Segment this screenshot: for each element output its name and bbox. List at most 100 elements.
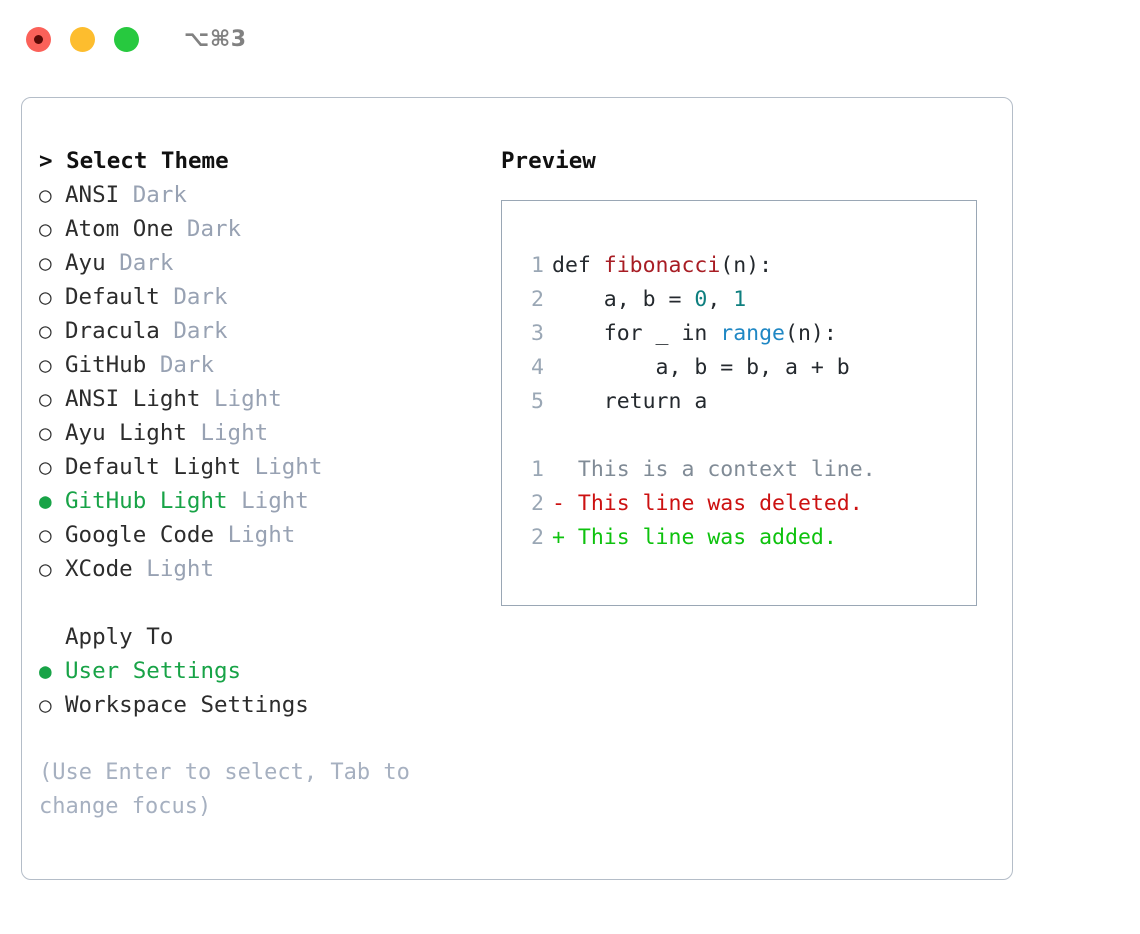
preview-title: Preview	[501, 148, 596, 174]
theme-category: Light	[227, 522, 296, 548]
radio-unselected-icon[interactable]: ○	[39, 557, 52, 581]
separator	[241, 450, 255, 484]
separator	[228, 484, 242, 518]
separator	[173, 212, 187, 246]
line-number: 5	[531, 389, 544, 414]
code-token-plain: a, b =	[552, 287, 695, 312]
diff-text: This line was added.	[577, 525, 837, 550]
separator	[133, 552, 147, 586]
theme-list-item[interactable]: ○Ayu Light Light	[39, 416, 469, 450]
theme-list-item[interactable]: ○Default Light Light	[39, 450, 469, 484]
code-text: return a	[552, 385, 708, 419]
code-token-plain: (n):	[785, 321, 837, 346]
blank-bullet-icon: ○	[39, 620, 65, 654]
theme-category: Dark	[159, 352, 215, 378]
radio-unselected-icon[interactable]: ○	[39, 251, 52, 275]
theme-list-item[interactable]: ○ Ayu Dark	[39, 246, 469, 280]
separator	[119, 178, 133, 212]
theme-picker-column: > Select Theme ○ANSI Dark○Atom One Dark○…	[39, 144, 469, 824]
theme-category: Light	[200, 420, 269, 446]
separator	[146, 348, 160, 382]
code-text: for _ in range(n):	[552, 317, 837, 351]
apply-to-label: User Settings	[65, 658, 242, 684]
separator	[160, 280, 174, 314]
theme-list-item[interactable]: ● GitHub Light Light	[39, 484, 469, 518]
code-text: def fibonacci(n):	[552, 249, 772, 283]
diff-marker	[552, 453, 578, 487]
radio-unselected-icon[interactable]: ○	[39, 455, 52, 479]
radio-unselected-icon[interactable]: ○	[39, 693, 52, 717]
theme-list-item[interactable]: ○ANSI Light Light	[39, 382, 469, 416]
theme-list-item[interactable]: ○ ANSI Dark	[39, 178, 469, 212]
diff-text: This is a context line.	[577, 457, 876, 482]
spacer	[39, 586, 469, 620]
line-number: 3	[531, 321, 544, 346]
code-line: 3 for _ in range(n):	[518, 317, 970, 351]
theme-name: ANSI	[65, 182, 120, 208]
hint-text: (Use Enter to select, Tab to change focu…	[39, 760, 410, 819]
code-line: 4 a, b = b, a + b	[518, 351, 970, 385]
minimize-button-icon[interactable]	[70, 26, 95, 52]
theme-name: Dracula	[65, 318, 160, 344]
theme-category: Light	[254, 454, 323, 480]
apply-to-item[interactable]: ● User Settings	[39, 654, 469, 688]
code-token-num: 1	[733, 287, 747, 312]
separator	[214, 518, 228, 552]
theme-list-item[interactable]: ○XCode Light	[39, 552, 469, 586]
theme-list-item[interactable]: ○Default Dark	[39, 280, 469, 314]
code-text: a, b = 0, 1	[552, 283, 746, 317]
line-number: 2	[531, 491, 544, 516]
radio-unselected-icon[interactable]: ○	[39, 217, 52, 241]
code-line: 2 a, b = 0, 1	[518, 283, 970, 317]
radio-selected-icon[interactable]: ●	[39, 659, 52, 683]
main-panel: > Select Theme ○ANSI Dark○Atom One Dark○…	[21, 97, 1013, 880]
theme-category: Dark	[119, 250, 174, 276]
theme-name: GitHub Light	[65, 488, 228, 514]
theme-list-item[interactable]: ○ Dracula Dark	[39, 314, 469, 348]
radio-unselected-icon[interactable]: ○	[39, 319, 52, 343]
radio-unselected-icon[interactable]: ○	[39, 353, 52, 377]
diff-text: This line was deleted.	[577, 491, 863, 516]
theme-name: Default	[65, 284, 160, 310]
apply-to-item[interactable]: ○Workspace Settings	[39, 688, 469, 722]
maximize-button-icon[interactable]	[114, 26, 139, 52]
line-number: 2	[531, 525, 544, 550]
close-button-icon[interactable]	[26, 26, 51, 52]
apply-to-list: ● User Settings ○Workspace Settings	[39, 654, 469, 722]
theme-category: Light	[241, 488, 309, 514]
theme-name: GitHub	[65, 352, 147, 378]
select-theme-header: > Select Theme	[39, 148, 229, 174]
theme-list-item[interactable]: ○ GitHub Dark	[39, 348, 469, 382]
code-token-plain: for _ in	[552, 321, 721, 346]
code-token-plain: return a	[552, 389, 708, 414]
code-token-plain: a, b = b, a + b	[552, 355, 850, 380]
theme-list-item[interactable]: ○Google Code Light	[39, 518, 469, 552]
theme-category: Dark	[173, 318, 228, 344]
radio-unselected-icon[interactable]: ○	[39, 285, 52, 309]
code-token-plain: def	[552, 253, 604, 278]
theme-name: ANSI Light	[65, 386, 201, 412]
apply-to-header: Apply To	[65, 624, 174, 650]
theme-name: Ayu	[65, 250, 106, 276]
separator	[160, 314, 174, 348]
code-line: 5 return a	[518, 385, 970, 419]
code-text: a, b = b, a + b	[552, 351, 850, 385]
theme-list-item[interactable]: ○Atom One Dark	[39, 212, 469, 246]
code-token-num: 0	[694, 287, 708, 312]
theme-category: Dark	[132, 182, 187, 208]
code-token-plain: (n):	[720, 253, 773, 278]
radio-unselected-icon[interactable]: ○	[39, 523, 52, 547]
radio-selected-icon[interactable]: ●	[39, 489, 52, 513]
theme-name: XCode	[65, 556, 133, 582]
theme-name: Atom One	[65, 216, 174, 242]
radio-unselected-icon[interactable]: ○	[39, 183, 52, 207]
radio-unselected-icon[interactable]: ○	[39, 387, 52, 411]
radio-unselected-icon[interactable]: ○	[39, 421, 52, 445]
record-dot-icon	[34, 34, 43, 44]
code-token-plain: ,	[707, 287, 734, 312]
diff-marker: -	[552, 491, 578, 516]
